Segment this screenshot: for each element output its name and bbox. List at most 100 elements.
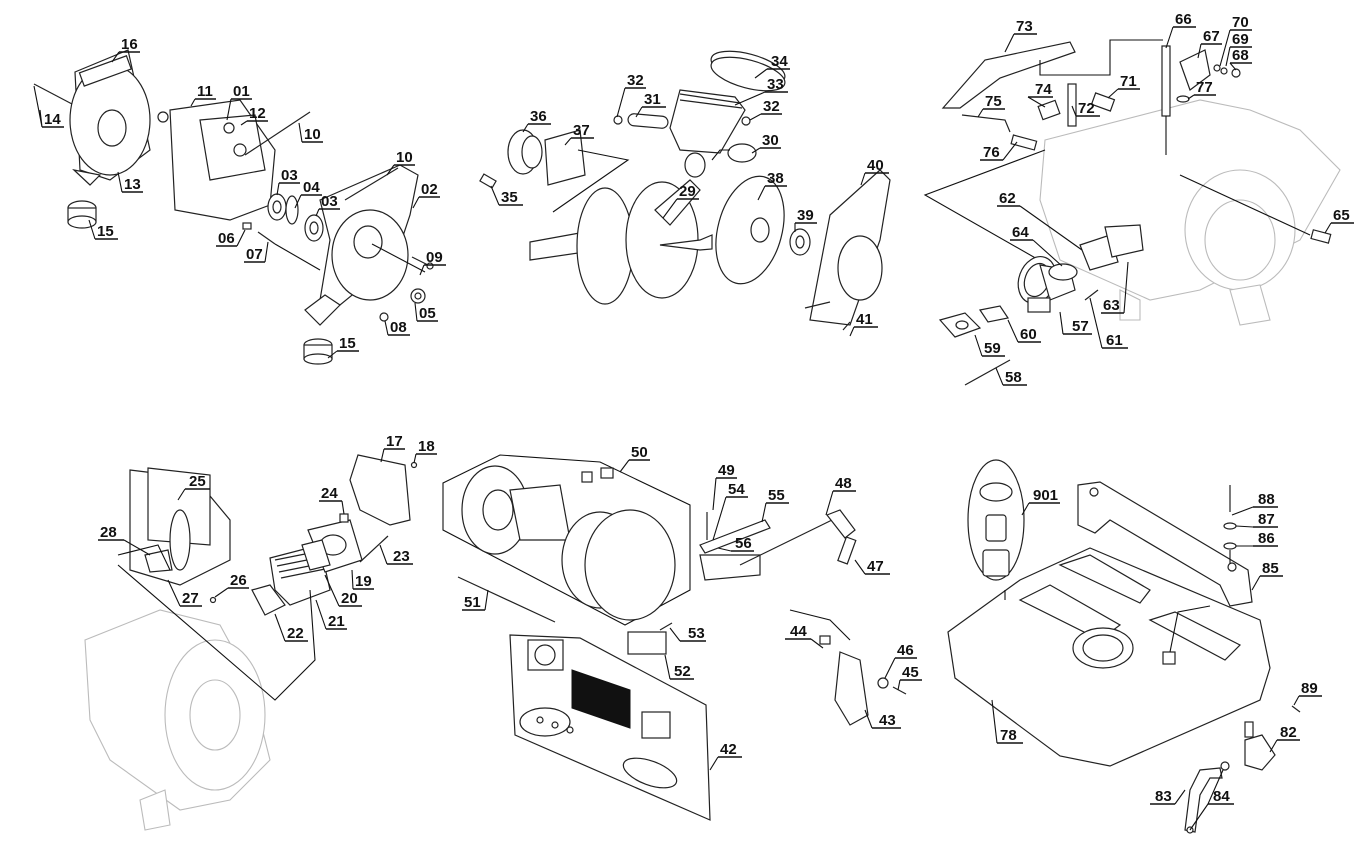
callout-16: 16	[111, 36, 140, 63]
crankcase-faded	[84, 609, 271, 831]
callout-50: 50	[619, 444, 650, 473]
svg-text:58: 58	[1005, 369, 1022, 386]
callout-32a: 32	[616, 72, 646, 118]
svg-text:86: 86	[1258, 530, 1275, 547]
svg-text:46: 46	[897, 642, 914, 659]
callout-89: 89	[1293, 680, 1322, 706]
svg-text:62: 62	[999, 190, 1016, 207]
svg-text:48: 48	[835, 475, 852, 492]
callout-39: 39	[794, 207, 817, 232]
svg-text:53: 53	[688, 625, 705, 642]
svg-text:29: 29	[679, 183, 696, 200]
svg-text:47: 47	[867, 558, 884, 575]
svg-text:27: 27	[182, 590, 199, 607]
callout-37: 37	[564, 122, 594, 146]
svg-text:77: 77	[1196, 79, 1213, 96]
callout-22: 22	[274, 613, 308, 642]
svg-text:03: 03	[321, 193, 338, 210]
callout-49: 49	[712, 462, 737, 511]
svg-text:63: 63	[1103, 297, 1120, 314]
callout-68: 68	[1229, 47, 1252, 71]
callout-64: 64	[1010, 224, 1063, 267]
callout-57: 57	[1059, 311, 1092, 335]
callout-11: 11	[190, 83, 216, 107]
callout-54: 54	[712, 481, 748, 541]
callout-29: 29	[662, 183, 699, 219]
svg-text:32: 32	[763, 98, 780, 115]
svg-text:49: 49	[718, 462, 735, 479]
callout-901: 901	[1021, 487, 1060, 516]
callout-35: 35	[490, 185, 523, 206]
fuel-tank-drawing	[947, 547, 1271, 767]
callout-59: 59	[974, 334, 1005, 357]
callout-41: 41	[849, 311, 878, 337]
callout-01: 01	[226, 83, 252, 121]
callout-30: 30	[751, 132, 781, 154]
callout-65: 65	[1324, 207, 1354, 234]
svg-text:65: 65	[1333, 207, 1350, 224]
control-panel-drawing	[509, 634, 711, 821]
svg-text:32: 32	[627, 72, 644, 89]
callout-06: 06	[216, 229, 246, 247]
svg-text:89: 89	[1301, 680, 1318, 697]
svg-text:03: 03	[281, 167, 298, 184]
callout-71: 71	[1107, 73, 1140, 99]
callout-88: 88	[1231, 491, 1278, 516]
svg-text:12: 12	[249, 105, 266, 122]
callout-13: 13	[117, 171, 143, 193]
svg-text:08: 08	[390, 319, 407, 336]
callout-38: 38	[757, 170, 787, 201]
svg-text:88: 88	[1258, 491, 1275, 508]
svg-text:09: 09	[426, 249, 443, 266]
callout-78: 78	[991, 699, 1023, 744]
svg-text:84: 84	[1213, 788, 1230, 805]
svg-text:51: 51	[464, 594, 481, 611]
callout-25: 25	[177, 473, 210, 501]
svg-text:68: 68	[1232, 47, 1249, 64]
svg-text:19: 19	[355, 573, 372, 590]
svg-text:42: 42	[720, 741, 737, 758]
callout-26: 26	[214, 572, 249, 598]
callout-58: 58	[995, 367, 1027, 386]
callout-48: 48	[825, 475, 856, 516]
callout-02: 02	[412, 181, 440, 209]
svg-text:57: 57	[1072, 318, 1089, 335]
svg-text:37: 37	[573, 122, 590, 139]
panel-alternator: 50 49 54 55 48 56 47 51 53 52 44 46 45 4…	[442, 444, 922, 821]
svg-text:06: 06	[218, 230, 235, 247]
svg-text:64: 64	[1012, 224, 1029, 241]
svg-text:69: 69	[1232, 31, 1249, 48]
svg-text:20: 20	[341, 590, 358, 607]
svg-text:39: 39	[797, 207, 814, 224]
callouts-carburetor: 73 66 67 70 69 68 74 71 72 77 75 76 62 6…	[974, 11, 1354, 386]
callout-15b: 15	[327, 335, 359, 359]
callout-72: 72	[1071, 100, 1100, 117]
svg-text:30: 30	[762, 132, 779, 149]
callout-44: 44	[785, 623, 824, 649]
svg-text:18: 18	[418, 438, 435, 455]
svg-text:74: 74	[1035, 81, 1052, 98]
callouts-alternator: 50 49 54 55 48 56 47 51 53 52 44 46 45 4…	[462, 444, 922, 771]
svg-text:13: 13	[124, 176, 141, 193]
panel-carburetor: 73 66 67 70 69 68 74 71 72 77 75 76 62 6…	[923, 11, 1354, 386]
callout-63: 63	[1101, 261, 1129, 314]
svg-text:10: 10	[304, 126, 321, 143]
callout-86: 86	[1236, 530, 1278, 547]
callout-08: 08	[384, 319, 410, 336]
callout-70: 70	[1219, 14, 1252, 67]
callout-45: 45	[897, 664, 922, 691]
svg-text:24: 24	[321, 485, 338, 502]
svg-text:67: 67	[1203, 28, 1220, 45]
callout-07: 07	[244, 241, 269, 263]
svg-text:72: 72	[1078, 100, 1095, 117]
callout-27: 27	[167, 579, 202, 607]
svg-text:34: 34	[771, 53, 788, 70]
callout-51: 51	[462, 589, 489, 611]
svg-text:02: 02	[421, 181, 438, 198]
fan-housing-drawing	[69, 49, 151, 186]
callout-40: 40	[860, 157, 889, 186]
svg-text:15: 15	[97, 223, 114, 240]
svg-text:59: 59	[984, 340, 1001, 357]
callout-43: 43	[864, 709, 901, 729]
svg-text:17: 17	[386, 433, 403, 450]
